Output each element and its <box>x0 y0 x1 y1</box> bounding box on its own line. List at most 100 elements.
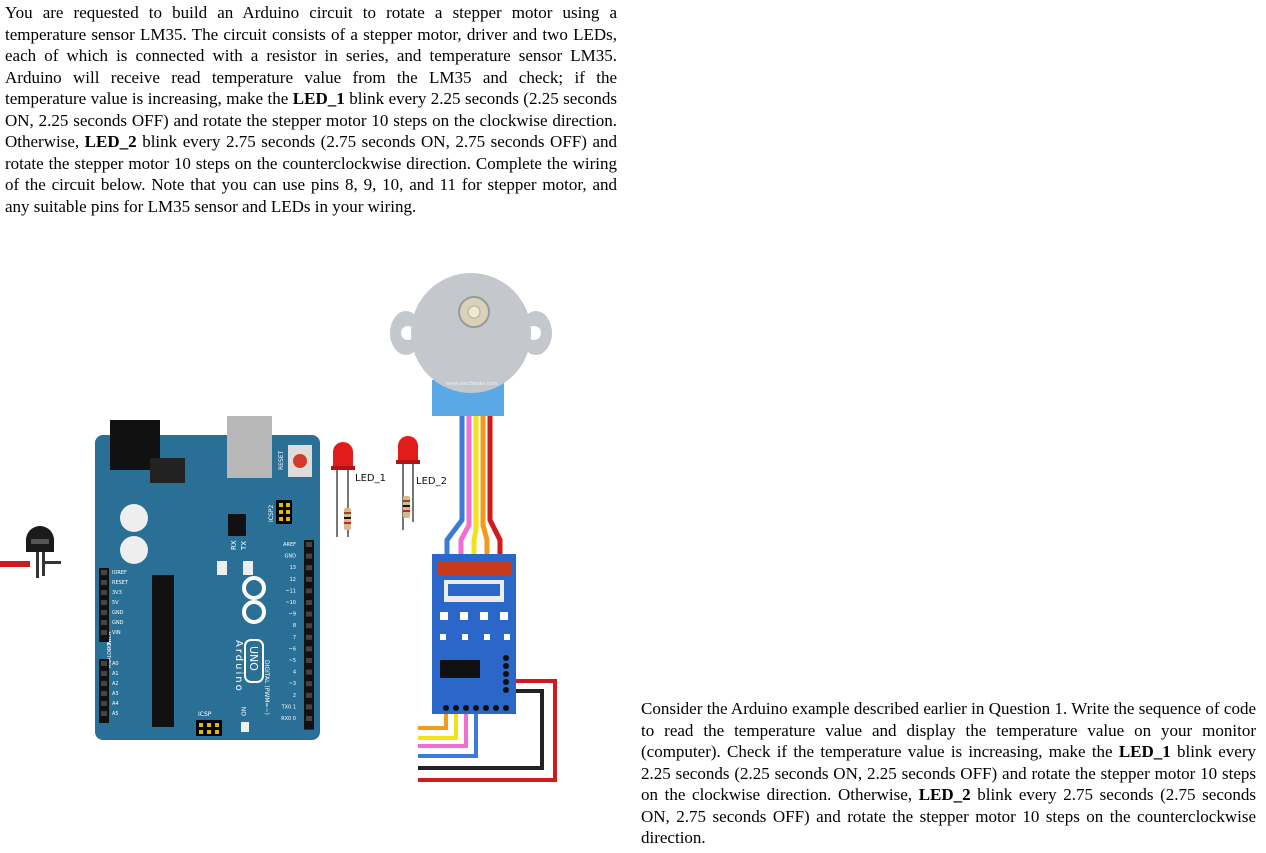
digital-header-pin <box>306 658 312 663</box>
analog-header-pin <box>101 661 107 666</box>
led-1-label: LED_1 <box>355 473 386 484</box>
motor-watermark: www.elecfreaks.com <box>446 381 497 387</box>
q1-led2-bold: LED_2 <box>84 132 137 151</box>
driver-indicator-leds <box>440 612 510 640</box>
lm35-leg-left <box>36 551 39 578</box>
digital-header-pin <box>306 611 312 617</box>
power-header-pin <box>101 570 107 575</box>
power-header-pin-label: 3V3 <box>112 590 122 596</box>
analog-label: ANALOG IN <box>107 640 113 668</box>
motor-wire-orange <box>480 416 490 568</box>
driver-input-pins <box>503 655 509 693</box>
arduino-infinity-logo <box>242 576 266 624</box>
driver-control-pins <box>443 705 509 711</box>
reset-button <box>293 454 307 468</box>
digital-header-pin-label: ~11 <box>285 588 296 594</box>
analog-header-pin-label: A1 <box>112 671 119 677</box>
uln2003-chip <box>440 660 480 678</box>
digital-header-pin <box>306 553 312 559</box>
tx-led <box>243 561 253 575</box>
digital-header-pin-label: 12 <box>290 577 296 583</box>
digital-header-pin-label: TX0 1 <box>281 704 296 710</box>
digital-header-pin <box>306 576 312 582</box>
digital-header-pin-label: ~9 <box>289 612 296 618</box>
digital-header-pin <box>306 669 312 675</box>
q1-text-part1: You are requested to build an Arduino ci… <box>5 3 617 108</box>
usb-port <box>227 416 272 478</box>
digital-header-pin-label: RX0 0 <box>281 716 296 722</box>
power-header-pin <box>101 620 107 625</box>
reset-label: RESET <box>278 450 285 470</box>
digital-header-pin <box>306 542 312 547</box>
digital-header-pin-label: AREF <box>283 542 296 548</box>
uno-badge: UNO <box>244 639 264 683</box>
uno-label: UNO <box>247 646 260 671</box>
q2-text-part2: blink every 2.25 seconds (2.25 seconds O… <box>641 742 1257 804</box>
digital-header-pin <box>306 646 312 652</box>
digital-header-pin <box>306 623 312 629</box>
lm35-leg-mid <box>42 551 45 576</box>
question-1-text: You are requested to build an Arduino ci… <box>5 2 617 217</box>
arduino-uno-board: RESET ICSP2 RX TX Arduino UNO DIGIT <box>95 416 320 740</box>
led-2-leg-b <box>412 460 414 522</box>
question-2-text: Consider the Arduino example described e… <box>641 698 1256 849</box>
rx-led <box>217 561 227 575</box>
digital-header-pin-label: GND <box>285 554 297 560</box>
digital-header-pin-label: ~5 <box>289 658 296 664</box>
capacitor-2 <box>120 536 148 564</box>
q1-led1-bold: LED_1 <box>292 89 345 108</box>
icsp-header <box>196 720 222 736</box>
power-header-pin-label: GND <box>112 610 124 616</box>
analog-header-pin <box>101 701 107 706</box>
digital-header-pin-label: 2 <box>293 693 296 699</box>
power-label: POWER <box>107 631 113 650</box>
power-header-pin <box>101 630 107 635</box>
driver-wire-blue <box>418 712 478 758</box>
led-2-leg-a <box>402 460 404 530</box>
on-led <box>241 722 249 732</box>
digital-label: DIGITAL (PWM=~) <box>263 660 270 715</box>
motor-wire-red <box>487 416 503 568</box>
digital-header-pin <box>306 600 312 605</box>
tx-label: TX <box>240 541 248 551</box>
q2-led2-bold: LED_2 <box>918 785 971 804</box>
analog-header-pin-label: A3 <box>112 691 119 697</box>
driver-wire-pink <box>418 712 468 748</box>
power-header-pin <box>101 610 107 615</box>
motor-body <box>411 273 531 393</box>
led-2 <box>396 436 420 530</box>
icsp2-header <box>276 500 292 524</box>
digital-header-pin-label: 4 <box>293 670 296 676</box>
stepper-motor: www.elecfreaks.com <box>390 273 552 416</box>
led-2-label: LED_2 <box>416 476 447 487</box>
digital-header-pin <box>306 692 312 698</box>
lm35-label-plate <box>31 539 49 544</box>
analog-header-pin <box>101 691 107 696</box>
rx-label: RX <box>230 540 238 550</box>
power-header-pin-label: RESET <box>112 580 129 586</box>
usb-chip <box>228 514 246 536</box>
analog-header-pin-label: A4 <box>112 701 119 707</box>
q2-text-part1: Consider the Arduino example described e… <box>641 699 1256 761</box>
icsp2-label: ICSP2 <box>268 505 275 522</box>
lm35-leg-right <box>45 561 61 564</box>
capacitor-1 <box>120 504 148 532</box>
digital-header-pin <box>306 704 312 710</box>
power-header-pin <box>101 580 107 585</box>
analog-header-pin <box>101 671 107 676</box>
stepper-driver-board <box>432 554 516 714</box>
digital-header-pin <box>306 565 312 571</box>
digital-header-pin-label: ~3 <box>289 681 296 687</box>
driver-wire-red <box>418 679 557 782</box>
analog-header-pin-label: A0 <box>112 661 119 667</box>
power-header-pin-label: 5V <box>112 600 119 606</box>
driver-wire-yellow <box>418 712 458 740</box>
analog-header-pin <box>101 711 107 716</box>
driver-wire-black <box>418 689 544 770</box>
driver-output-wires <box>418 679 557 782</box>
q1-text-part2: blink every 2.25 seconds (2.25 seconds O… <box>5 89 617 151</box>
digital-header-pin-label: ~10 <box>285 600 296 606</box>
